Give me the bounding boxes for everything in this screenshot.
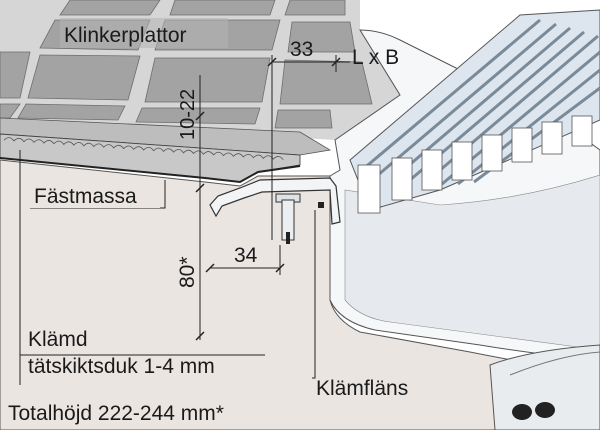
membrane-label-line1: Klämd [28, 328, 88, 351]
tile-front-face [0, 117, 332, 156]
mortar-label-bg [30, 180, 160, 208]
flange-label: Klämfläns [316, 377, 408, 400]
dimension-ticks [195, 57, 341, 341]
flange-rivet [318, 202, 324, 208]
dim-80-label: 80* [176, 256, 199, 288]
mortar-label: Fästmassa [34, 185, 137, 208]
dim-lxb-label: L x B [352, 46, 399, 69]
membrane-label-line2: tätskiktsduk 1-4 mm [28, 355, 215, 378]
drain-inner-shade [344, 174, 600, 351]
bolt [275, 193, 301, 244]
outlet-pipe [489, 344, 600, 430]
dim-33-label: 33 [290, 38, 313, 61]
dimension-lines [19, 55, 350, 385]
grating [349, 9, 600, 214]
dim-10-22-label: 10-22 [177, 89, 199, 140]
dim-34-label: 34 [234, 244, 258, 267]
mortar-ridges [3, 137, 284, 161]
tiles-label-bg [60, 18, 228, 48]
tiles-label: Klinkerplattor [64, 24, 187, 47]
clamp-flange [209, 177, 341, 225]
total-height-label: Totalhöjd 222-244 mm* [8, 402, 224, 425]
